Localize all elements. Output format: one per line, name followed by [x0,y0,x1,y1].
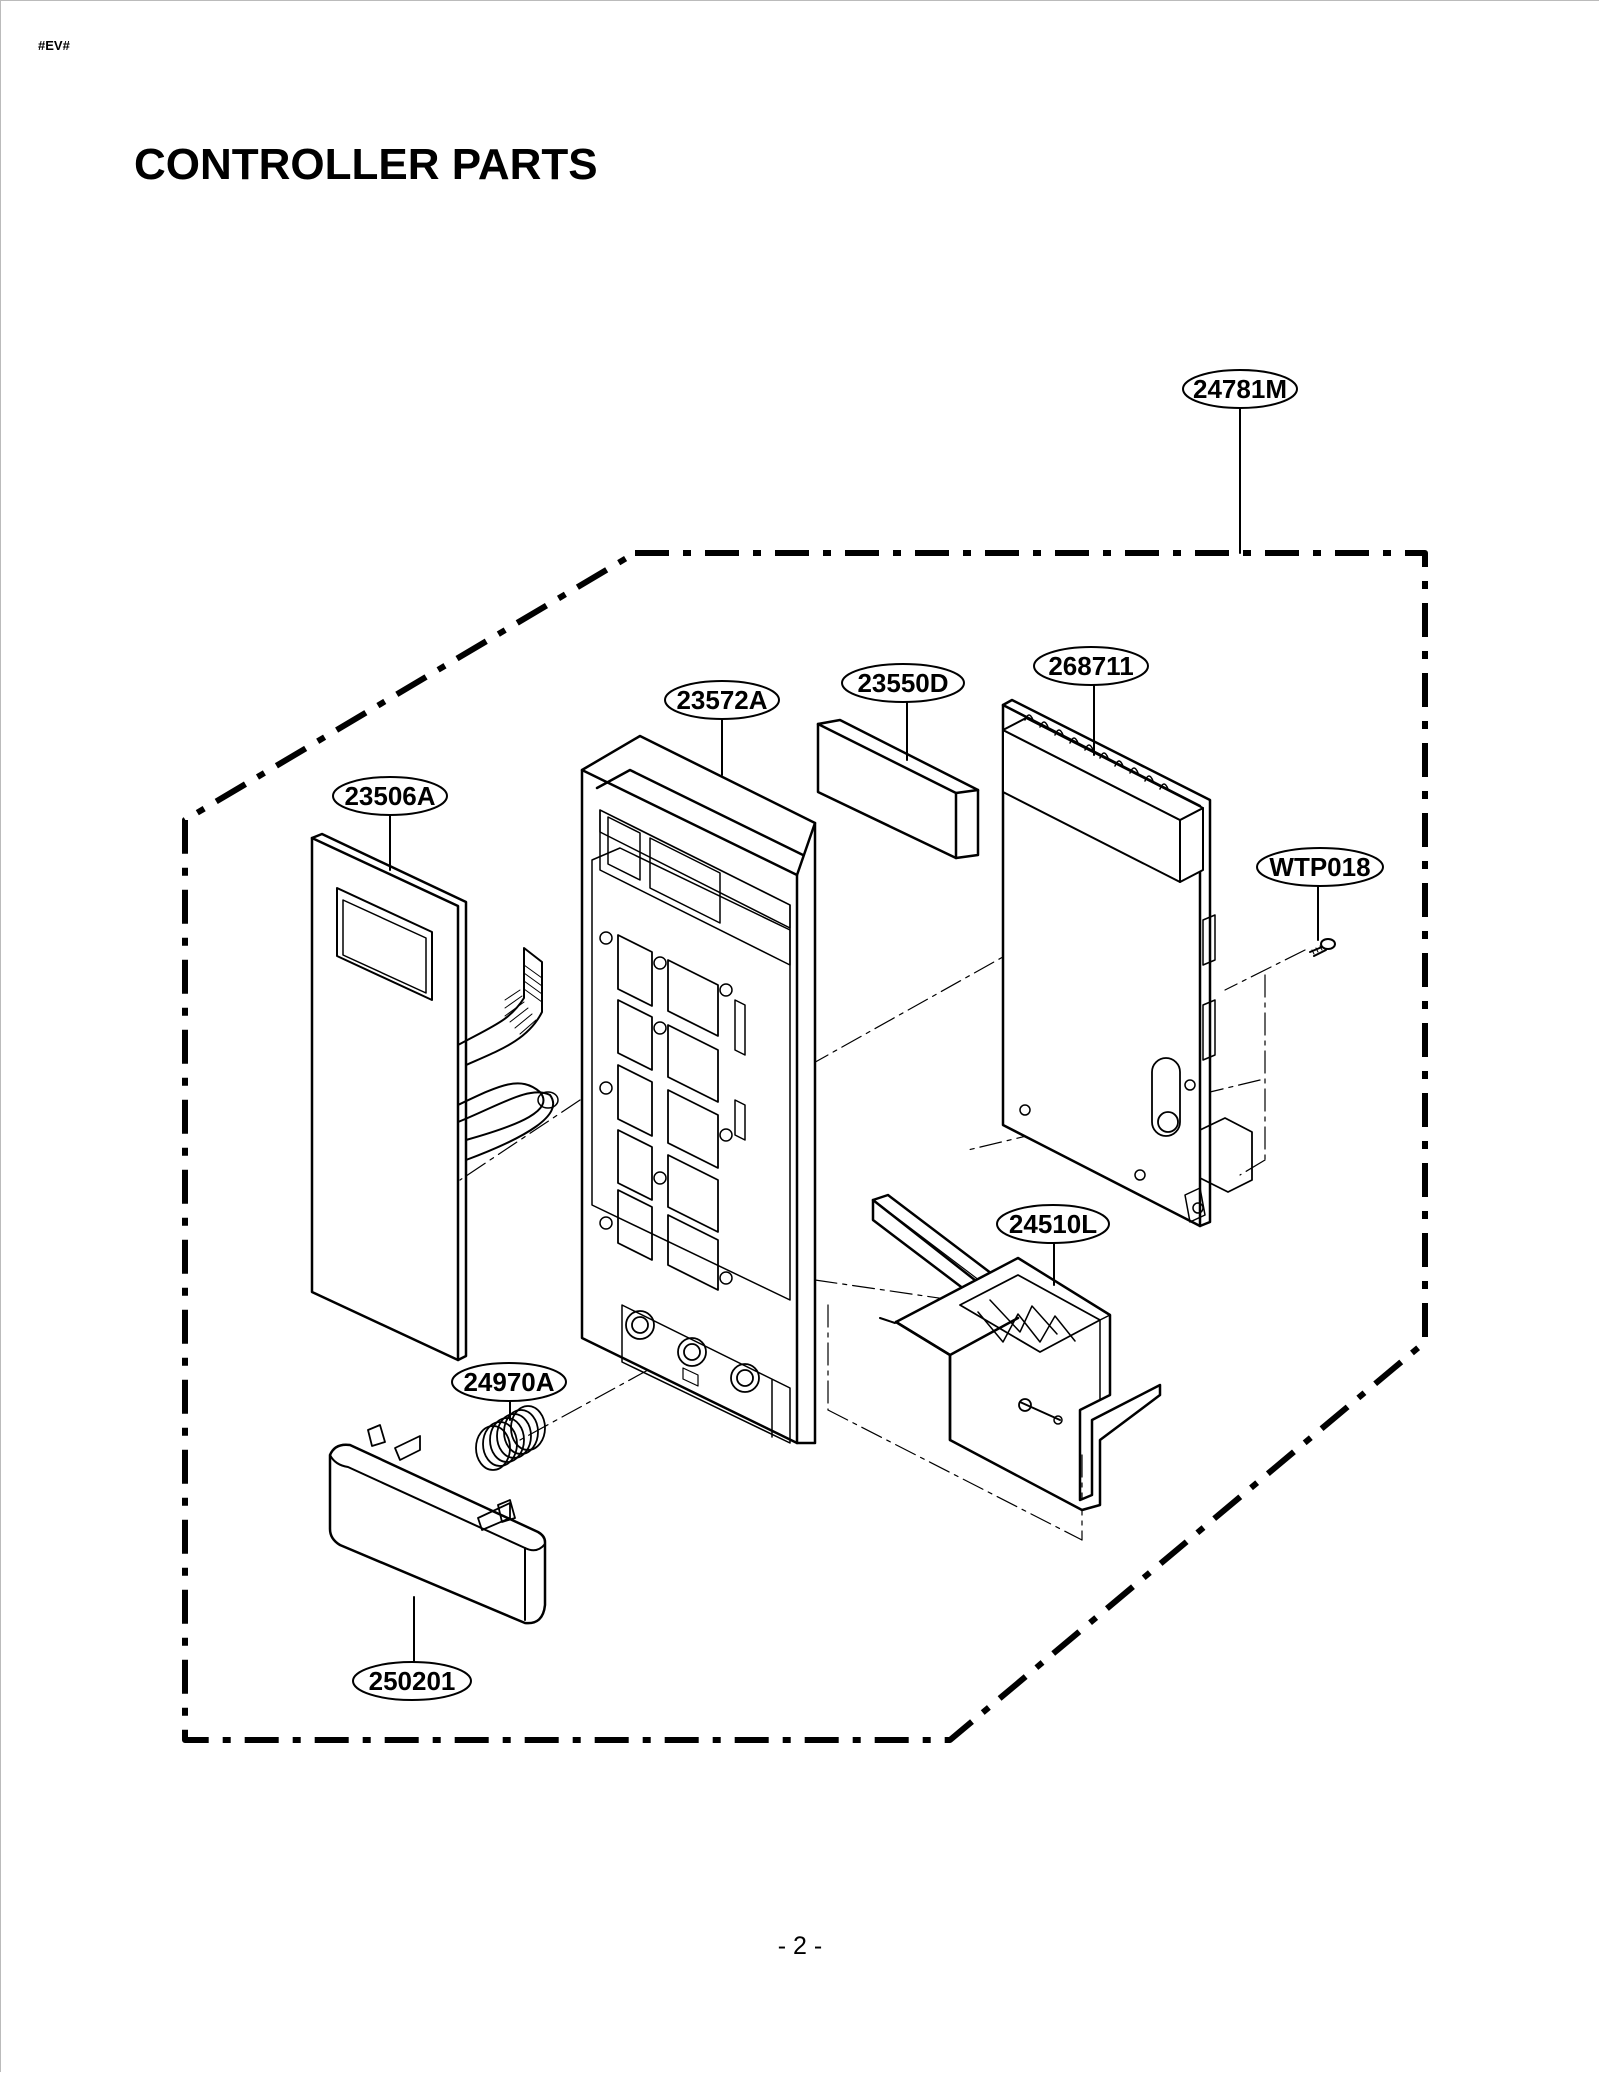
membrane-sheet [310,832,559,1362]
callout-window: 23550D [857,668,948,698]
page-title: CONTROLLER PARTS [134,140,598,189]
callout-panel: 23572A [676,685,767,715]
callout-button: 250201 [369,1666,456,1696]
display-window [816,718,980,860]
callout-spring: 24970A [463,1367,554,1397]
callout-membrane: 23506A [344,781,435,811]
leader-lines [389,407,1319,1664]
callout-assembly: 24781M [1193,374,1287,404]
document-code: #EV# [38,38,70,53]
circuit-board [1001,698,1253,1228]
callout-lever: 24510L [1009,1209,1097,1239]
screw [1309,938,1336,957]
callout-screw: WTP018 [1269,852,1370,882]
callout-pcb: 268711 [1048,651,1133,681]
control-panel [580,734,817,1445]
spring [475,1405,546,1471]
assembly-boundary [182,550,1428,1743]
page-number: - 2 - [777,1932,823,1960]
lever-assembly [871,1193,1162,1512]
door-button [328,1424,547,1625]
